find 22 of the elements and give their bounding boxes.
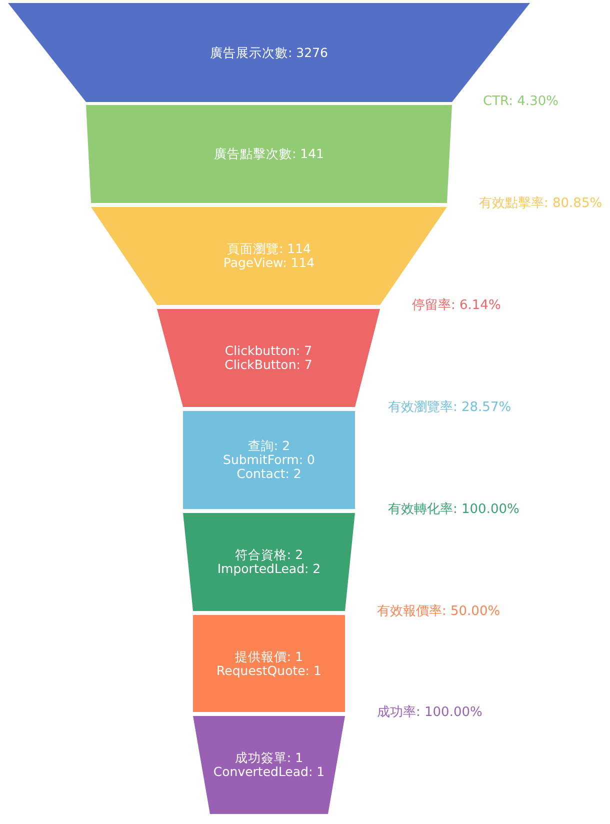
segment-label: PageView: 114 (223, 256, 315, 270)
segment-label: ConvertedLead: 1 (213, 765, 325, 779)
segment-label: 頁面瀏覽: 114 (226, 242, 312, 256)
conversion-rate-label: 成功率: 100.00% (377, 705, 482, 721)
conversion-rate-label: CTR: 4.30% (483, 94, 558, 110)
segment-label: ClickButton: 7 (224, 358, 312, 372)
segment-label: ImportedLead: 2 (217, 562, 321, 576)
conversion-rate-label: 停留率: 6.14% (412, 298, 501, 314)
conversion-rate-label: 有效報價率: 50.00% (377, 604, 500, 620)
conversion-rate-label: 有效點擊率: 80.85% (479, 196, 602, 212)
conversion-rate-label: 有效瀏覽率: 28.57% (388, 400, 512, 416)
conversion-rate-label: 有效轉化率: 100.00% (388, 502, 520, 518)
segment-label: 符合資格: 2 (234, 548, 304, 562)
segment-label: 查詢: 2 (248, 439, 290, 453)
segment-label: Contact: 2 (236, 467, 302, 481)
segment-label: 提供報價: 1 (234, 650, 304, 664)
segment-label: 廣告點擊次數: 141 (214, 147, 324, 161)
segment-label: SubmitForm: 0 (223, 453, 315, 467)
segment-label: 成功簽單: 1 (234, 751, 304, 765)
segment-label: Clickbutton: 7 (224, 344, 312, 358)
segment-label: 廣告展示次數: 3276 (210, 46, 328, 60)
segment-label: RequestQuote: 1 (216, 664, 322, 678)
